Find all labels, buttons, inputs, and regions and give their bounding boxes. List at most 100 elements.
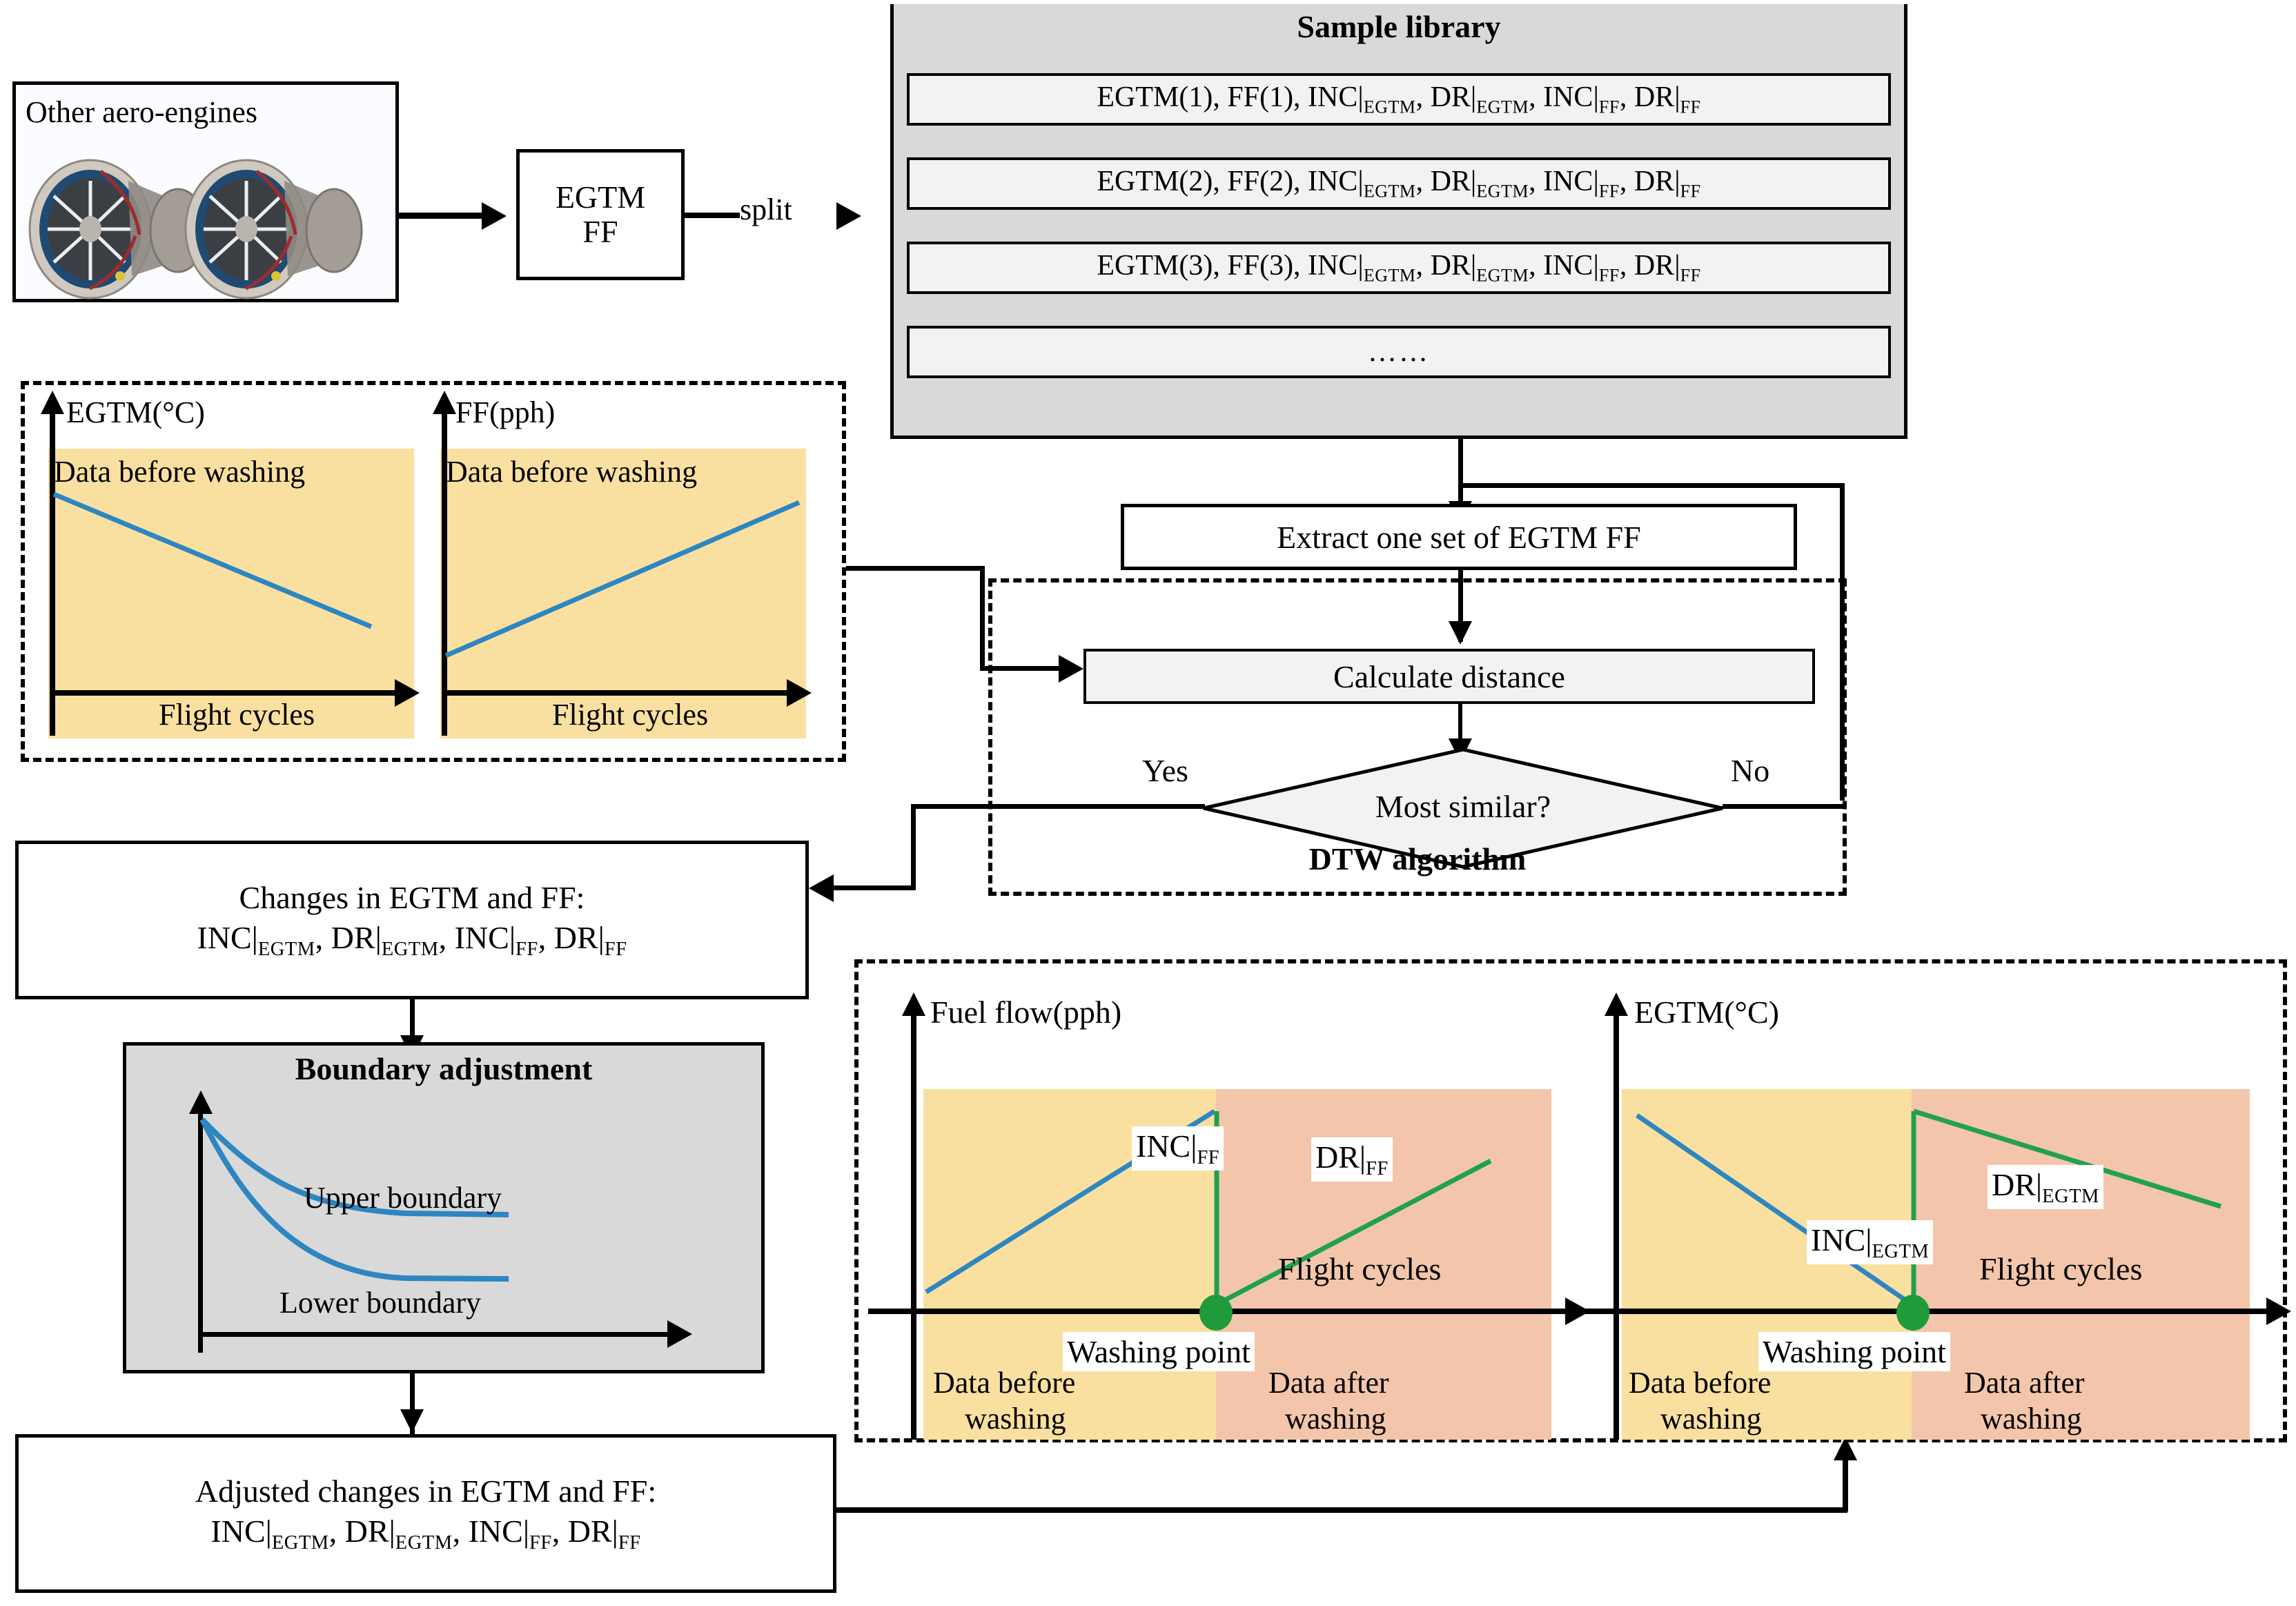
left-chart2-x-axis [442, 690, 794, 696]
row1-mid2: , INC [1529, 81, 1593, 114]
adjusted-mid2: , INC [452, 1513, 523, 1549]
lower-boundary-label: Lower boundary [279, 1286, 482, 1320]
row3-mid1: , DR [1415, 250, 1471, 282]
row2-mid3: , DR [1619, 166, 1675, 198]
ff-chart-after-label-l1: Data after [1268, 1366, 1389, 1400]
ff-chart-before-label-l1: Data before [933, 1366, 1076, 1400]
egtm-ff-line1: EGTM [555, 179, 646, 215]
egtm-chart-after-label-l2: washing [1981, 1402, 2082, 1436]
left-chart2-y-axis [442, 411, 447, 736]
adjusted-prefix: INC [210, 1513, 266, 1549]
adjusted-sub2: EGTM [395, 1532, 453, 1554]
egtm-chart-x-arrow [2266, 1297, 2291, 1325]
upper-boundary-label: Upper boundary [304, 1181, 502, 1215]
left-chart1-x-arrow [395, 679, 420, 707]
row2-mid2: , INC [1529, 166, 1593, 198]
adjusted-line1: Adjusted changes in EGTM and FF: [195, 1473, 657, 1509]
connector-no-branch [1723, 804, 1845, 809]
adjusted-mid1: , DR [328, 1513, 389, 1549]
boundary-adjustment-box [123, 1042, 765, 1373]
row2-sub4: FF [1680, 181, 1701, 202]
ff-inc-sub: FF [1197, 1147, 1220, 1169]
connector-no-loop-horizontal-top [1458, 483, 1845, 488]
left-chart1-xlabel: Flight cycles [159, 698, 315, 732]
row3-sub1: EGTM [1363, 265, 1416, 286]
egtm-chart-after-label-l1: Data after [1964, 1366, 2085, 1400]
most-similar-diamond [1203, 747, 1723, 869]
adjusted-sub1: EGTM [271, 1532, 329, 1554]
row2-sub2: EGTM [1476, 181, 1529, 202]
connector-leftcharts-h2 [980, 666, 1068, 671]
ff-chart-y-axis [911, 1013, 916, 1440]
left-chart2-y-arrow [433, 391, 456, 414]
yes-label: Yes [1142, 753, 1188, 788]
boundary-x-arrow [667, 1320, 692, 1348]
calculate-distance-box: Calculate distance [1083, 649, 1815, 704]
ff-chart-y-arrow [902, 992, 925, 1016]
changes-sub3: FF [516, 939, 538, 961]
egtm-dr-sub: EGTM [2042, 1186, 2099, 1208]
changes-sub1: EGTM [257, 939, 315, 961]
egtm-chart-washing-point-label: Washing point [1758, 1332, 1950, 1371]
changes-sub2: EGTM [381, 939, 439, 961]
row2-sub3: FF [1598, 181, 1620, 202]
row1-sub1: EGTM [1363, 97, 1416, 117]
row1-prefix: EGTM(1), FF(1), INC [1097, 81, 1358, 114]
dtw-dashed-region [988, 578, 1847, 896]
boundary-y-arrow [189, 1090, 213, 1114]
other-aero-engines-label: Other aero-engines [26, 95, 257, 129]
arrow-extract-to-calc [1449, 621, 1472, 645]
connector-adjusted-horizontal [836, 1507, 1847, 1513]
arrow-yes-to-changes [809, 874, 834, 902]
connector-library-to-extract [1458, 439, 1463, 522]
arrow-leftcharts-to-calc [1059, 655, 1083, 683]
split-label: split [740, 193, 792, 226]
calculate-distance-label: Calculate distance [1333, 658, 1565, 694]
ff-chart-washing-point [1199, 1295, 1233, 1331]
ff-chart-inc-tag: INC|FF [1132, 1126, 1224, 1171]
row3-mid2: , INC [1529, 250, 1593, 282]
connector-adjusted-vertical [1843, 1456, 1848, 1511]
row1-sub4: FF [1680, 97, 1701, 117]
connector-yes-to-changes [832, 885, 916, 890]
row2-prefix: EGTM(2), FF(2), INC [1097, 166, 1358, 198]
egtm-chart-lines [1636, 1108, 2222, 1306]
egtm-chart-y-axis [1613, 1013, 1619, 1440]
left-chart1-x-axis [50, 690, 402, 696]
egtm-chart-xlabel: Flight cycles [1979, 1251, 2143, 1286]
row3-mid3: , DR [1619, 250, 1675, 282]
row3-sub3: FF [1598, 265, 1620, 286]
aero-engine-image [28, 159, 363, 300]
left-chart2-x-arrow [787, 679, 812, 707]
sample-library-row-ellipsis: …… [907, 326, 1891, 378]
row1-mid1: , DR [1415, 81, 1471, 114]
row1-sub2: EGTM [1476, 97, 1529, 117]
washing-charts-dashed-region [854, 959, 2287, 1442]
sample-library-row-2: EGTM(2), FF(2), INC|EGTM, DR|EGTM, INC|F… [907, 157, 1891, 210]
no-label: No [1731, 753, 1770, 788]
row1-sub3: FF [1598, 97, 1620, 117]
left-chart2-region-label: Data before washing [446, 455, 698, 489]
adjusted-changes-box: Adjusted changes in EGTM and FF: INC|EGT… [15, 1434, 836, 1593]
changes-mid2: , INC [438, 919, 509, 955]
left-chart1-y-axis [50, 411, 55, 736]
egtm-inc-prefix: INC [1811, 1222, 1866, 1257]
boundary-x-axis [198, 1332, 674, 1337]
arrow-boundary-to-adjusted [400, 1409, 424, 1433]
row2-mid1: , DR [1415, 166, 1471, 198]
egtm-ff-line2: FF [582, 214, 618, 249]
most-similar-label: Most similar? [1375, 789, 1551, 824]
sample-library-ellipsis: …… [1368, 336, 1430, 368]
ff-chart-after-label-l2: washing [1285, 1402, 1386, 1436]
arrow-engines-to-egtmff [482, 202, 507, 230]
egtm-chart-after-region [1912, 1089, 2250, 1440]
boundary-adjustment-title: Boundary adjustment [295, 1051, 593, 1086]
connector-yes-vertical [911, 804, 916, 890]
connector-leftcharts-v [980, 566, 985, 669]
egtm-chart-ylabel: EGTM(°C) [1634, 995, 1780, 1030]
adjusted-mid3: , DR [551, 1513, 612, 1549]
left-chart1-line [52, 491, 373, 629]
ff-dr-sub: FF [1366, 1158, 1389, 1180]
left-chart2-ylabel: FF(pph) [455, 395, 556, 429]
